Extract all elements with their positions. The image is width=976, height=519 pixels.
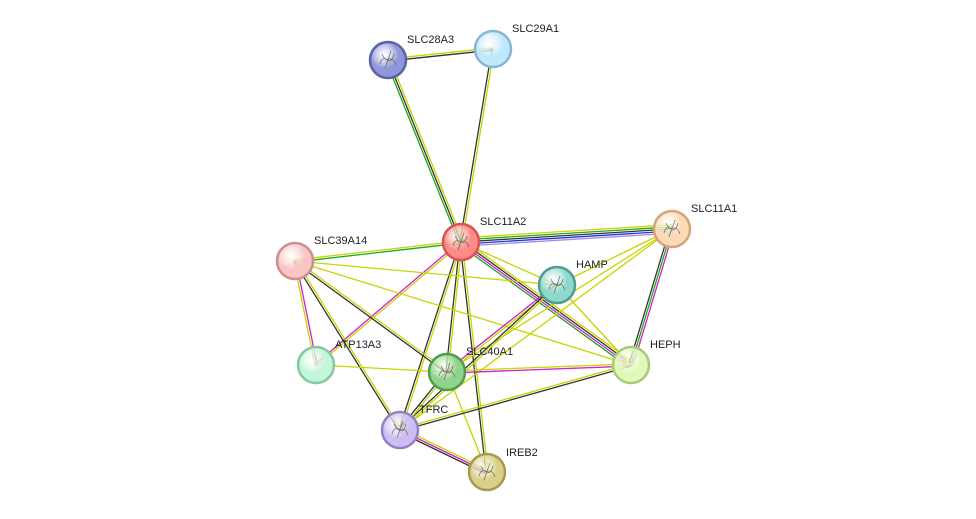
node-label: ATP13A3: [335, 339, 381, 351]
node-slc39a14[interactable]: SLC39A14: [275, 235, 367, 281]
node-tfrc[interactable]: TFRC: [380, 404, 448, 450]
protein-structure-icon: [548, 275, 566, 294]
edge-evidence-line: [460, 240, 633, 365]
edge-slc28a3-slc11a2[interactable]: [385, 58, 464, 244]
edge-slc11a1-heph[interactable]: [628, 227, 675, 367]
protein-structure-icon: [452, 232, 470, 251]
edge-evidence-line: [315, 364, 448, 373]
protein-structure-icon: [379, 50, 397, 69]
protein-structure-icon: [438, 362, 456, 381]
edge-slc11a2-tfrc[interactable]: [398, 241, 463, 431]
edge-evidence-line: [460, 226, 673, 241]
node-label: TFRC: [419, 404, 448, 416]
edge-evidence-line: [400, 241, 463, 431]
edge-evidence-line: [632, 228, 675, 367]
node-slc11a2[interactable]: SLC11A2: [441, 216, 526, 262]
edge-evidence-line: [460, 224, 673, 239]
edge-evidence-line: [399, 363, 632, 430]
nodes-layer: SLC11A2 SLC28A3 SLC29A1SLC11A1SLC39A14HAMP…: [275, 23, 737, 492]
edge-evidence-line: [294, 260, 632, 366]
edge-evidence-line: [447, 241, 463, 373]
edge-slc11a2-slc39a14[interactable]: [294, 240, 462, 263]
node-hamp[interactable]: HAMP: [537, 259, 608, 305]
edge-slc11a1-hamp[interactable]: [556, 228, 673, 286]
edge-evidence-line: [295, 259, 402, 431]
edge-evidence-line: [385, 60, 460, 244]
node-heph[interactable]: HEPH: [611, 339, 681, 385]
edge-evidence-line: [316, 242, 463, 367]
node-slc40a1[interactable]: SLC40A1: [427, 346, 513, 392]
edge-slc29a1-slc11a2[interactable]: [459, 48, 495, 243]
node-slc28a3[interactable]: SLC28A3: [368, 34, 454, 80]
node-circle: [473, 29, 513, 69]
protein-structure-icon: [663, 219, 681, 238]
node-circle: [611, 345, 651, 385]
edge-evidence-line: [398, 241, 461, 431]
node-label: HAMP: [576, 259, 608, 271]
edge-evidence-line: [399, 228, 673, 431]
edge-evidence-line: [445, 283, 557, 372]
node-label: HEPH: [650, 339, 681, 351]
protein-structure-icon: [478, 462, 496, 481]
node-label: SLC11A2: [480, 216, 526, 228]
edge-evidence-line: [630, 228, 673, 366]
edge-evidence-line: [294, 260, 558, 286]
node-ireb2[interactable]: IREB2: [467, 447, 538, 492]
edge-evidence-line: [314, 240, 461, 365]
edge-evidence-line: [461, 48, 495, 243]
edge-atp13a3-slc40a1[interactable]: [315, 364, 448, 373]
edge-evidence-line: [459, 242, 632, 367]
node-atp13a3[interactable]: ATP13A3: [296, 339, 381, 385]
node-circle: [275, 241, 315, 281]
edge-evidence-line: [398, 283, 557, 430]
edge-slc11a2-heph[interactable]: [458, 238, 634, 369]
edge-evidence-line: [460, 228, 673, 243]
node-slc11a1[interactable]: SLC11A1: [652, 203, 737, 249]
edge-tfrc-heph[interactable]: [399, 363, 632, 432]
edge-evidence-line: [459, 241, 487, 473]
protein-structure-icon: [391, 420, 409, 439]
node-label: SLC39A14: [314, 235, 367, 247]
edges-layer: [293, 47, 675, 475]
edge-evidence-line: [445, 241, 461, 373]
edge-evidence-line: [446, 365, 632, 374]
edge-evidence-line: [399, 365, 632, 432]
edge-slc39a14-slc40a1[interactable]: [293, 259, 449, 374]
node-label: SLC11A1: [691, 203, 737, 215]
node-label: SLC40A1: [466, 346, 513, 358]
edge-evidence-line: [460, 232, 673, 247]
edge-evidence-line: [459, 48, 493, 243]
edge-evidence-line: [294, 242, 462, 263]
edge-evidence-line: [458, 243, 630, 369]
edge-evidence-line: [389, 58, 464, 242]
edge-evidence-line: [294, 259, 449, 372]
edge-slc39a14-hamp[interactable]: [294, 260, 558, 286]
edge-hamp-tfrc[interactable]: [398, 283, 559, 432]
node-circle: [296, 345, 336, 385]
edge-slc11a2-slc11a1[interactable]: [460, 224, 673, 247]
edge-slc40a1-heph[interactable]: [446, 363, 632, 374]
edge-slc39a14-tfrc[interactable]: [293, 259, 402, 432]
edge-evidence-line: [460, 230, 673, 245]
edge-hamp-slc40a1[interactable]: [445, 283, 559, 374]
edge-evidence-line: [556, 228, 673, 286]
node-label: SLC28A3: [407, 34, 454, 46]
edge-evidence-line: [293, 261, 448, 374]
edge-slc11a2-slc40a1[interactable]: [445, 241, 463, 373]
node-label: SLC29A1: [512, 23, 559, 35]
edge-evidence-line: [400, 285, 559, 432]
edge-slc11a2-ireb2[interactable]: [459, 241, 489, 473]
edge-evidence-line: [294, 240, 462, 261]
edge-evidence-line: [461, 241, 489, 473]
edge-evidence-line: [446, 363, 632, 372]
edge-slc39a14-heph[interactable]: [294, 260, 632, 366]
node-label: IREB2: [506, 447, 538, 459]
node-slc29a1[interactable]: SLC29A1: [473, 23, 559, 69]
edge-slc11a1-tfrc[interactable]: [399, 228, 673, 431]
edge-evidence-line: [628, 227, 671, 366]
edge-slc11a2-atp13a3[interactable]: [314, 240, 463, 367]
edge-evidence-line: [293, 260, 400, 432]
edge-evidence-line: [387, 59, 462, 243]
